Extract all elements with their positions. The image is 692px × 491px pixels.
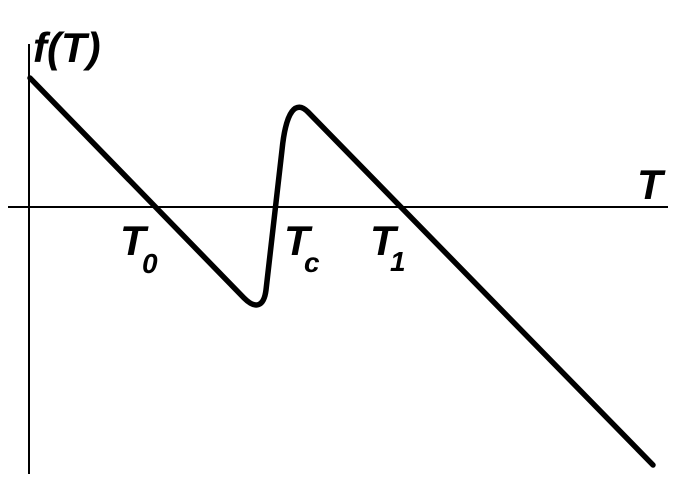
tc-label-subscript: c <box>304 247 320 278</box>
t1-label-subscript: 1 <box>390 246 406 277</box>
t0-label-subscript: 0 <box>142 248 158 279</box>
tc-label: T c <box>284 217 320 278</box>
t1-label: T 1 <box>370 217 406 277</box>
t1-label-base: T <box>370 217 399 264</box>
tc-label-base: T <box>284 217 313 264</box>
t0-label: T 0 <box>120 217 158 279</box>
y-axis-label: f(T) <box>33 24 101 71</box>
x-axis-label: T <box>637 161 666 208</box>
t0-label-base: T <box>120 217 149 264</box>
f-curve <box>27 75 656 468</box>
